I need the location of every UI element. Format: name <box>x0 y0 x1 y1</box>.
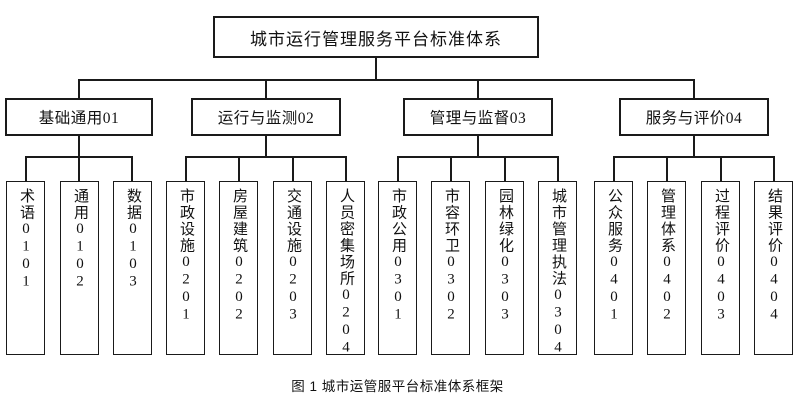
leaf-node-0403-label: 过程评价0403 <box>713 188 729 324</box>
leaf-node-0402: 管理体系0402 <box>647 181 686 355</box>
leaf-node-0403: 过程评价0403 <box>701 181 740 355</box>
leaf-node-0404: 结果评价0404 <box>754 181 793 355</box>
leaf-node-0202: 房屋建筑0202 <box>219 181 258 355</box>
branch-node-2-label: 运行与监测02 <box>217 110 315 127</box>
connector-leaf-drop-0304 <box>557 156 559 183</box>
connector-leaf-drop-0102 <box>78 156 80 183</box>
connector-leaf-drop-0202 <box>238 156 240 183</box>
branch-node-1: 基础通用01 <box>5 98 153 136</box>
leaf-node-0102: 通用0102 <box>60 181 99 355</box>
leaf-node-0304: 城市管理执法0304 <box>538 181 577 357</box>
connector-leaf-drop-0303 <box>504 156 506 183</box>
connector-leaf-drop-0203 <box>292 156 294 183</box>
leaf-node-0301: 市政公用0301 <box>378 181 417 355</box>
connector-branch-3-stem <box>477 136 479 158</box>
connector-drop-branch-4 <box>693 79 695 98</box>
connector-leaf-drop-0103 <box>131 156 133 183</box>
branch-node-3: 管理与监督03 <box>403 98 553 136</box>
branch-node-1-label: 基础通用01 <box>38 110 120 127</box>
leaf-node-0402-label: 管理体系0402 <box>659 188 675 324</box>
connector-leaf-drop-0201 <box>185 156 187 183</box>
branch-node-4: 服务与评价04 <box>619 98 769 136</box>
connector-leaf-drop-0204 <box>345 156 347 183</box>
connector-leaf-drop-0302 <box>450 156 452 183</box>
leaf-node-0201: 市政设施0201 <box>166 181 205 355</box>
connector-branch-2-bus <box>185 156 347 158</box>
branch-node-3-label: 管理与监督03 <box>429 110 527 127</box>
leaf-node-0103: 数据0103 <box>113 181 152 355</box>
leaf-node-0304-label: 城市管理执法0304 <box>550 188 566 357</box>
leaf-node-0201-label: 市政设施0201 <box>178 188 194 324</box>
root-node-label: 城市运行管理服务平台标准体系 <box>250 29 502 49</box>
leaf-node-0302-label: 市容环卫0302 <box>443 188 459 324</box>
connector-leaf-drop-0301 <box>397 156 399 183</box>
connector-branch-4-stem <box>693 136 695 158</box>
connector-root-stem <box>375 58 377 81</box>
connector-drop-branch-3 <box>477 79 479 98</box>
connector-branch-2-stem <box>265 136 267 158</box>
connector-leaf-drop-0403 <box>720 156 722 183</box>
leaf-node-0203-label: 交通设施0203 <box>285 188 301 324</box>
connector-level1-bus <box>78 79 695 81</box>
connector-leaf-drop-0402 <box>666 156 668 183</box>
connector-branch-3-bus <box>397 156 559 158</box>
branch-node-4-label: 服务与评价04 <box>645 110 743 127</box>
connector-branch-1-stem <box>78 136 80 158</box>
leaf-node-0301-label: 市政公用0301 <box>390 188 406 324</box>
connector-drop-branch-2 <box>265 79 267 98</box>
leaf-node-0103-label: 数据0103 <box>125 188 141 291</box>
leaf-node-0401-label: 公众服务0401 <box>606 188 622 324</box>
leaf-node-0302: 市容环卫0302 <box>431 181 470 355</box>
leaf-node-0102-label: 通用0102 <box>72 188 88 291</box>
leaf-node-0401: 公众服务0401 <box>594 181 633 355</box>
connector-drop-branch-1 <box>78 79 80 98</box>
connector-leaf-drop-0101 <box>25 156 27 183</box>
leaf-node-0404-label: 结果评价0404 <box>766 188 782 324</box>
leaf-node-0204: 人员密集场所0204 <box>326 181 365 357</box>
connector-branch-4-bus <box>613 156 775 158</box>
leaf-node-0303: 园林绿化0303 <box>485 181 524 355</box>
leaf-node-0203: 交通设施0203 <box>273 181 312 355</box>
leaf-node-0202-label: 房屋建筑0202 <box>231 188 247 324</box>
leaf-node-0101-label: 术语0101 <box>18 188 34 291</box>
figure-caption: 图 1 城市运管服平台标准体系框架 <box>291 379 504 394</box>
leaf-node-0303-label: 园林绿化0303 <box>497 188 513 324</box>
leaf-node-0204-label: 人员密集场所0204 <box>338 188 354 357</box>
root-node: 城市运行管理服务平台标准体系 <box>213 16 539 58</box>
connector-leaf-drop-0404 <box>773 156 775 183</box>
branch-node-2: 运行与监测02 <box>191 98 341 136</box>
connector-leaf-drop-0401 <box>613 156 615 183</box>
leaf-node-0101: 术语0101 <box>6 181 45 355</box>
